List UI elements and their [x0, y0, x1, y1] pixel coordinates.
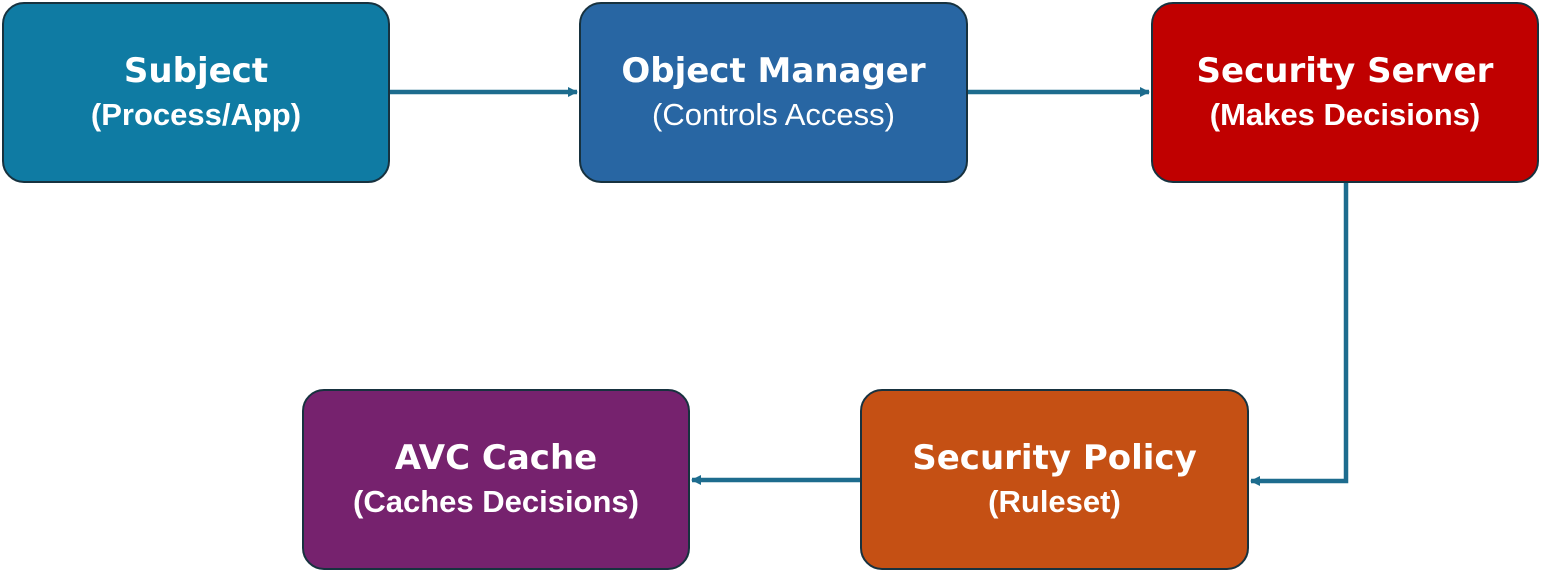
- node-security-policy-subtitle: (Ruleset): [988, 483, 1121, 519]
- node-security-server: Security Server (Makes Decisions): [1151, 2, 1539, 183]
- node-object-manager-title: Object Manager: [621, 50, 926, 91]
- node-avc-cache-title: AVC Cache: [394, 437, 598, 478]
- node-object-manager-subtitle: (Controls Access): [652, 96, 895, 132]
- arrow-security-server-to-security-policy: [1250, 183, 1349, 486]
- node-subject: Subject (Process/App): [2, 2, 390, 183]
- node-object-manager: Object Manager (Controls Access): [579, 2, 968, 183]
- node-security-server-subtitle: (Makes Decisions): [1209, 96, 1481, 132]
- node-security-policy-title: Security Policy: [912, 437, 1197, 478]
- node-security-policy: Security Policy (Ruleset): [860, 389, 1249, 570]
- node-security-server-title: Security Server: [1196, 50, 1494, 91]
- node-subject-title: Subject: [123, 50, 269, 91]
- node-avc-cache: AVC Cache (Caches Decisions): [302, 389, 690, 570]
- node-avc-cache-subtitle: (Caches Decisions): [353, 483, 639, 519]
- node-subject-subtitle: (Process/App): [90, 96, 302, 132]
